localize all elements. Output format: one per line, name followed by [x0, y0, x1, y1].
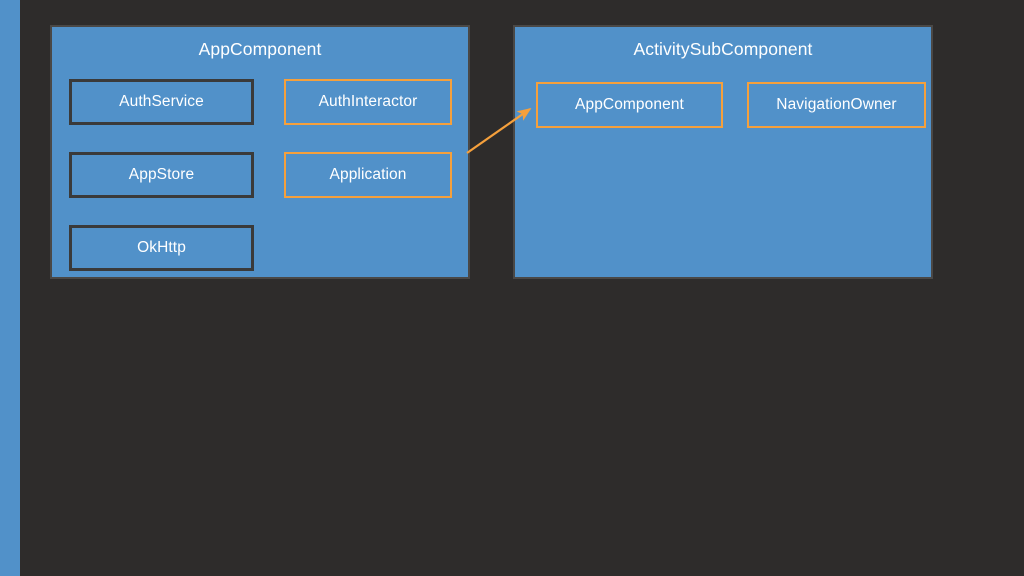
- node-app-store-label: AppStore: [128, 166, 195, 183]
- panel-activity-sub-component-title: ActivitySubComponent: [633, 39, 813, 59]
- node-auth-service-label: AuthService: [119, 93, 204, 110]
- node-auth-interactor[interactable]: AuthInteractor: [284, 79, 452, 125]
- node-navigation-owner-label: NavigationOwner: [776, 96, 897, 113]
- panel-app-component-title: AppComponent: [198, 39, 322, 59]
- node-ok-http-label: OkHttp: [137, 239, 186, 256]
- node-app-component-ref[interactable]: AppComponent: [536, 82, 723, 128]
- node-app-store[interactable]: AppStore: [69, 152, 254, 198]
- node-application-label: Application: [329, 166, 407, 183]
- node-app-component-ref-label: AppComponent: [575, 96, 684, 113]
- node-auth-service[interactable]: AuthService: [69, 79, 254, 125]
- node-application[interactable]: Application: [284, 152, 452, 198]
- left-edge-accent-strip: [0, 0, 20, 576]
- node-navigation-owner[interactable]: NavigationOwner: [747, 82, 926, 128]
- node-auth-interactor-label: AuthInteractor: [318, 93, 418, 110]
- panel-activity-sub-component[interactable]: ActivitySubComponent AppComponent Naviga…: [513, 25, 933, 279]
- node-ok-http[interactable]: OkHttp: [69, 225, 254, 271]
- panel-app-component[interactable]: AppComponent AuthService AuthInteractor …: [50, 25, 470, 279]
